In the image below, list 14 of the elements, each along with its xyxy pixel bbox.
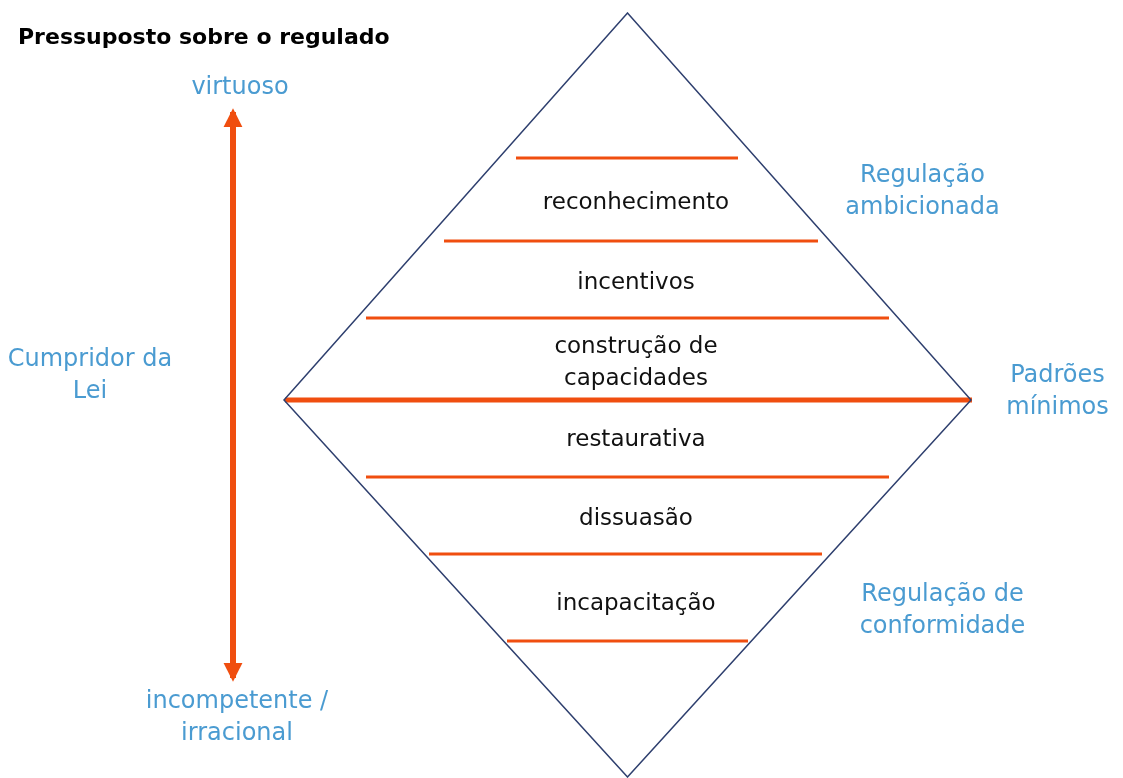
side-label: Cumpridor da Lei xyxy=(6,343,174,406)
scale-label: incompetente / irracional xyxy=(128,684,346,748)
side-label: Regulação de conformidade xyxy=(858,578,1027,641)
scale-label: virtuoso xyxy=(150,70,330,102)
double-arrow xyxy=(223,108,243,682)
side-label: Regulação ambicionada xyxy=(844,159,1001,222)
layer-label: incapacitação xyxy=(506,586,766,618)
layer-label: dissuasão xyxy=(506,501,766,533)
side-label: Padrões mínimos xyxy=(1005,359,1110,422)
layer-label: incentivos xyxy=(506,265,766,297)
layer-label: restaurativa xyxy=(506,422,766,454)
title: Pressuposto sobre o regulado xyxy=(18,23,390,51)
layer-label: construção de capacidades xyxy=(506,329,766,393)
layer-label: reconhecimento xyxy=(506,185,766,217)
